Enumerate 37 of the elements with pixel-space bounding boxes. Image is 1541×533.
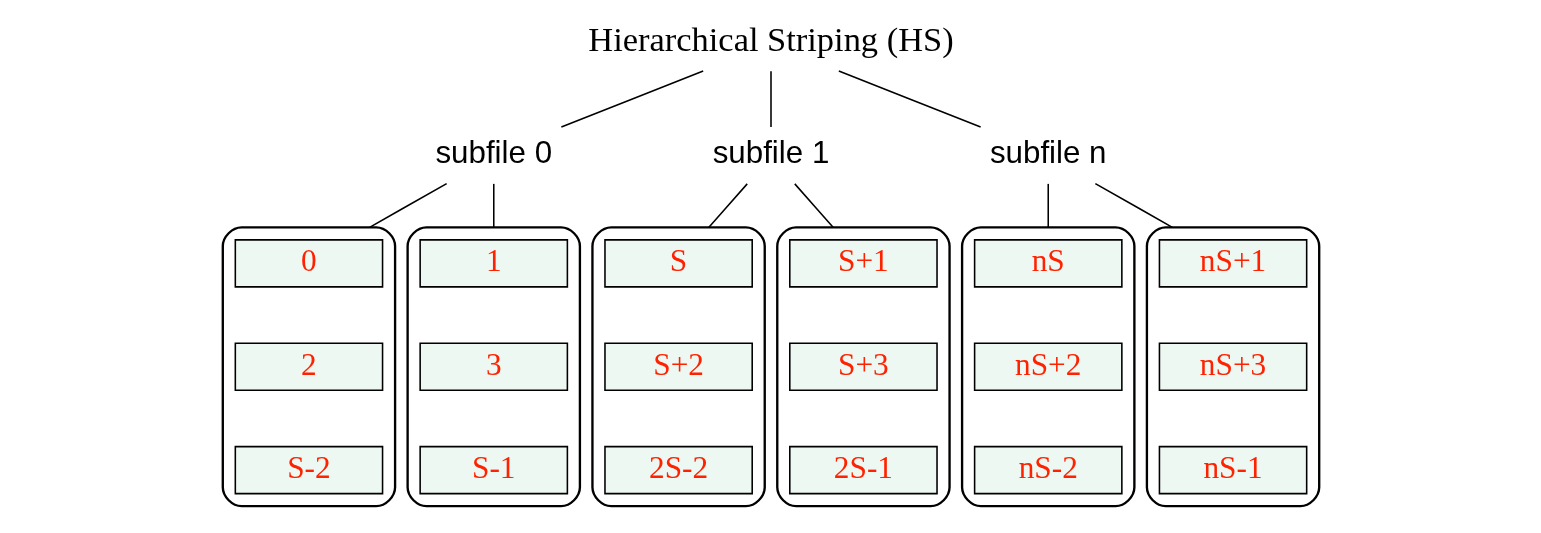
node-box: 2S-1 xyxy=(788,445,938,495)
node-box: nS-1 xyxy=(1158,445,1307,495)
node-box: nS xyxy=(973,239,1123,288)
node-box: 1 xyxy=(418,239,568,288)
node-box: nS+3 xyxy=(1158,342,1307,392)
node-text: subfile n xyxy=(989,135,1107,171)
connector xyxy=(837,70,981,128)
node-box: S+2 xyxy=(603,342,753,392)
node-box: S-2 xyxy=(234,445,383,495)
node-box: 3 xyxy=(418,342,568,392)
connector xyxy=(1046,183,1049,229)
cluster xyxy=(775,226,951,508)
node-box: nS+1 xyxy=(1158,239,1307,288)
node-box: 2 xyxy=(234,342,383,392)
connector xyxy=(492,183,495,229)
cluster xyxy=(405,226,581,508)
cluster xyxy=(960,226,1136,508)
node-text: subfile 1 xyxy=(712,135,829,171)
node-box: S-1 xyxy=(418,445,568,495)
node-box: nS-2 xyxy=(973,445,1123,495)
cluster xyxy=(1145,226,1320,508)
node-text: Hierarchical Striping (HS) xyxy=(587,20,954,59)
node-box: nS+2 xyxy=(973,342,1123,392)
cluster xyxy=(221,226,396,508)
cluster xyxy=(590,226,766,508)
connector xyxy=(793,183,834,229)
connector xyxy=(1094,182,1173,229)
node-box: S+3 xyxy=(788,342,938,392)
node-box: S+1 xyxy=(788,239,938,288)
node-box: 0 xyxy=(234,239,383,288)
connector xyxy=(707,183,748,229)
node-text: subfile 0 xyxy=(434,135,552,171)
connector xyxy=(769,70,772,128)
node-box: 2S-2 xyxy=(603,445,753,495)
connector xyxy=(560,70,704,128)
node-box: S xyxy=(603,239,753,288)
connector xyxy=(368,182,447,229)
